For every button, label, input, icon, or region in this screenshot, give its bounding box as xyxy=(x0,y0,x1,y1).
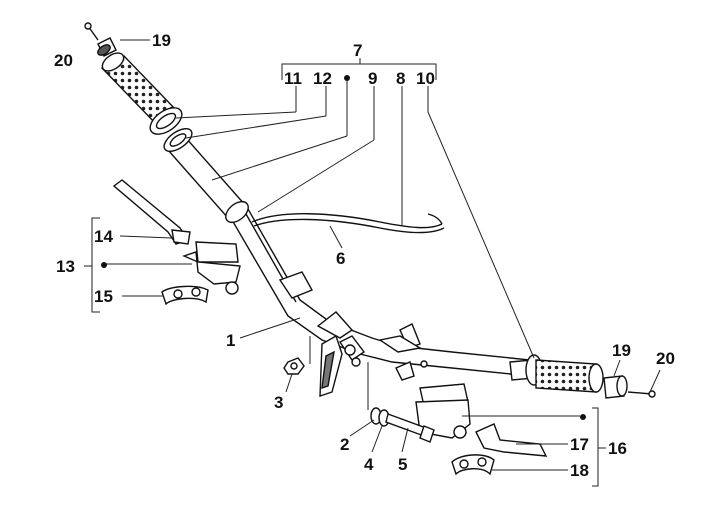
left-bar-end-screw xyxy=(84,22,99,41)
callout-15: 15 xyxy=(94,287,113,306)
callout-19-top: 19 xyxy=(152,31,171,50)
callout-10: 10 xyxy=(416,69,435,88)
bar-switch xyxy=(395,360,428,381)
left-clamp xyxy=(161,285,209,306)
bolt xyxy=(385,413,435,443)
left-master-cylinder xyxy=(182,241,241,295)
leader-dot-16 xyxy=(580,414,586,420)
callout-14: 14 xyxy=(94,227,113,246)
right-bar-end-screw xyxy=(627,390,656,398)
nut xyxy=(283,357,305,375)
callout-3: 3 xyxy=(274,393,283,412)
throttle-sleeve xyxy=(166,137,249,224)
callout-4: 4 xyxy=(364,455,374,474)
callout-1: 1 xyxy=(226,331,235,350)
callout-18: 18 xyxy=(570,461,589,480)
callout-12: 12 xyxy=(313,69,332,88)
callout-17: 17 xyxy=(570,435,589,454)
right-brake-lever xyxy=(475,423,548,457)
callout-6: 6 xyxy=(336,249,345,268)
callout-20-right: 20 xyxy=(656,349,675,368)
left-grip xyxy=(100,52,193,152)
leader-lines xyxy=(84,39,661,487)
right-bar-end-weight xyxy=(603,375,628,399)
callout-5: 5 xyxy=(398,455,407,474)
callout-16: 16 xyxy=(608,439,627,458)
callout-9: 9 xyxy=(368,69,377,88)
callout-8: 8 xyxy=(396,69,405,88)
leader-dot-7 xyxy=(344,75,350,81)
center-bracket xyxy=(319,334,366,397)
callout-19-right: 19 xyxy=(612,341,631,360)
callout-20-top: 20 xyxy=(54,51,73,70)
leader-dot-13 xyxy=(101,262,107,268)
callout-2: 2 xyxy=(340,435,349,454)
callout-11: 11 xyxy=(284,69,302,88)
right-clamp xyxy=(451,454,495,476)
throttle-cable xyxy=(251,213,443,229)
callout-13: 13 xyxy=(56,257,75,276)
left-bar-end-weight xyxy=(97,37,117,57)
callout-7: 7 xyxy=(353,41,362,60)
right-grip xyxy=(509,354,604,393)
left-brake-lever xyxy=(112,179,191,245)
